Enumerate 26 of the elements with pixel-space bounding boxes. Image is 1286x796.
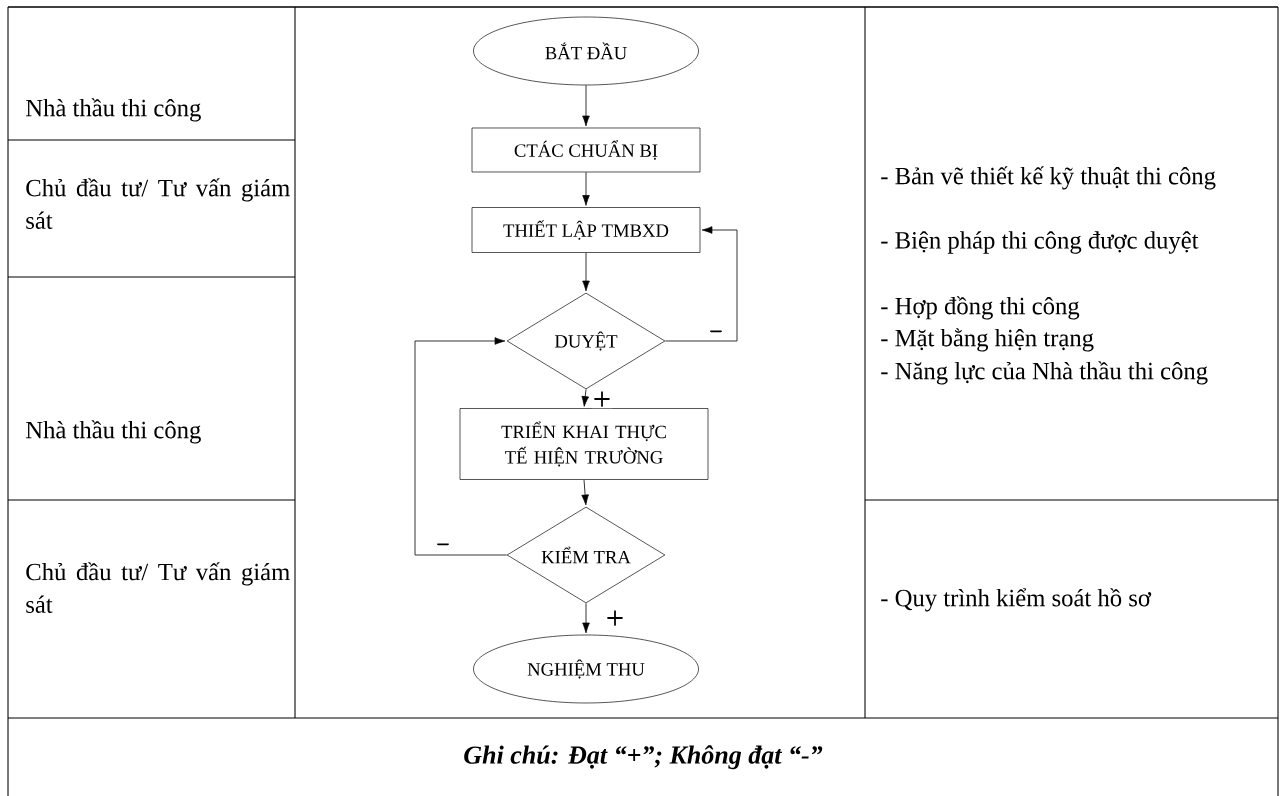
arrow (581, 388, 589, 407)
arrow (582, 84, 590, 127)
process-box: THIẾT LẬP TMBXD (471, 207, 701, 253)
table-cell-text: Nhà thầu thi công (26, 420, 201, 444)
process-box: CTÁC CHUẨN BỊ (471, 127, 701, 173)
arrow (582, 252, 590, 292)
table-cell-text: - Hợp đồng thi công (881, 296, 1080, 320)
edge-label: – (708, 329, 724, 339)
table-cell-text: Chủ đầu tư/ Tư vấn giám sát (26, 562, 290, 613)
arrow (582, 602, 590, 634)
arrow (581, 479, 589, 506)
table-cell-text: Nhà thầu thi công (26, 98, 201, 122)
process-box: TRIỂN KHAI THỰC TẾ HIỆN TRƯỜNG (459, 408, 709, 480)
table-cell-text: - Năng lực của Nhà thầu thi công (881, 361, 1208, 385)
table-cell-text: - Biện pháp thi công được duyệt (881, 231, 1199, 254)
arrow (664, 226, 738, 342)
note-text: Ghi chú: Đạt “+”; Không đạt “-” (464, 745, 823, 770)
edge-label: + (604, 608, 626, 628)
arrow (414, 337, 508, 556)
table-cell-text: - Bản vẽ thiết kế kỹ thuật thi công (881, 166, 1216, 190)
edge-label: – (435, 542, 451, 552)
table-cell-text: - Quy trình kiểm soát hồ sơ (881, 588, 1152, 612)
edge-label: + (591, 389, 613, 409)
table-cell-text: Chủ đầu tư/ Tư vấn giám sát (26, 178, 290, 229)
table-cell-text: - Mặt bằng hiện trạng (881, 328, 1094, 352)
arrow (582, 171, 590, 206)
